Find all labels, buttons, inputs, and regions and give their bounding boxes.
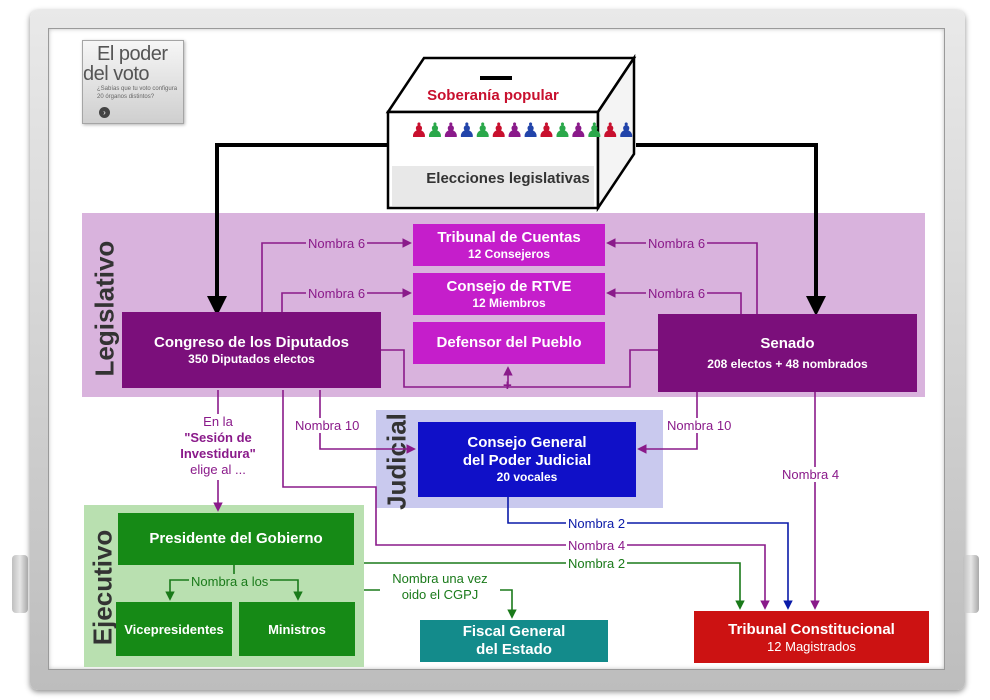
label-nombra4-senado: Nombra 4 <box>780 467 842 482</box>
fiscal-label-line-2: oido el CGPJ <box>401 587 479 602</box>
link-senado-tribunal <box>606 238 758 314</box>
cgpj-subtitle: 20 vocales <box>496 470 558 484</box>
link-congreso-rtve <box>281 288 412 312</box>
label-nombra2-gobierno: Nombra 2 <box>566 556 628 571</box>
right-clip-icon <box>963 555 979 613</box>
label-nombra4-congreso: Nombra 4 <box>566 538 628 553</box>
cgpj-box[interactable]: Consejo General del Poder Judicial 20 vo… <box>418 422 636 497</box>
tc-title: Tribunal Constitucional <box>728 620 895 638</box>
logo-card[interactable]: El poder del voto ¿Sabías que tu voto co… <box>82 40 184 124</box>
logo-title-2: del voto <box>83 63 150 85</box>
tribunal-cuentas-box[interactable]: Tribunal de Cuentas 12 Consejeros <box>413 224 605 266</box>
senado-box[interactable]: Senado 208 electos + 48 nombrados <box>658 314 917 392</box>
presidente-title: Presidente del Gobierno <box>149 530 323 547</box>
ballot-slot <box>480 76 512 80</box>
congreso-box[interactable]: Congreso de los Diputados 350 Diputados … <box>122 312 381 388</box>
rtve-title: Consejo de RTVE <box>446 277 572 295</box>
cgpj-title-2: del Poder Judicial <box>462 452 592 469</box>
ministros-box[interactable]: Ministros <box>239 602 355 656</box>
fiscal-title-2: del Estado <box>476 641 552 658</box>
link-congreso-tc <box>282 390 770 610</box>
link-congreso-cgpj <box>319 390 416 454</box>
cgpj-title-1: Consejo General <box>467 434 587 451</box>
rtve-subtitle: 12 Miembros <box>472 295 546 310</box>
fiscal-box[interactable]: Fiscal General del Estado <box>420 620 608 662</box>
investidura-line-3: Investidura" <box>180 446 256 461</box>
label-plus: + <box>503 377 512 394</box>
vicepresidentes-title: Vicepresidentes <box>124 621 224 637</box>
label-nombra10-senado: Nombra 10 <box>665 418 734 433</box>
senado-title: Senado <box>760 334 815 352</box>
tc-box[interactable]: Tribunal Constitucional 12 Magistrados <box>694 611 929 663</box>
link-senado-cgpj <box>637 392 698 454</box>
logo-tagline-2: 20 órganos distintos? <box>97 94 155 100</box>
tribunal-cuentas-title: Tribunal de Cuentas <box>437 228 581 246</box>
investidura-line-4: elige al ... <box>190 462 246 477</box>
label-nombra10-congreso: Nombra 10 <box>293 418 362 433</box>
ballot-arrow-senado <box>636 143 826 316</box>
ballot-arrow-congreso <box>207 143 387 316</box>
vicepresidentes-box[interactable]: Vicepresidentes <box>116 602 232 656</box>
link-congreso-tribunal <box>261 238 412 312</box>
investidura-line-1: En la <box>203 414 233 429</box>
ballot-box <box>385 54 637 212</box>
defensor-title: Defensor del Pueblo <box>436 334 582 351</box>
senado-subtitle: 208 electos + 48 nombrados <box>707 356 868 371</box>
rtve-box[interactable]: Consejo de RTVE 12 Miembros <box>413 273 605 315</box>
ministros-title: Ministros <box>268 621 326 637</box>
defensor-box[interactable]: Defensor del Pueblo <box>413 322 605 364</box>
label-nombra-a-los: Nombra a los <box>189 574 271 589</box>
link-plus-defensor <box>381 349 658 388</box>
ballot-title: Soberanía popular <box>427 87 559 104</box>
presidente-box[interactable]: Presidente del Gobierno <box>118 513 354 565</box>
label-fiscal-nombra: Nombra una vez oido el CGPJ <box>380 571 500 603</box>
logo-tagline-1: ¿Sabías que tu voto configura <box>97 86 178 92</box>
logo-title-1: El poder <box>97 43 168 65</box>
label-nombra6-congreso-tribunal: Nombra 6 <box>306 236 368 251</box>
tc-subtitle: 12 Magistrados <box>767 638 856 654</box>
congreso-subtitle: 350 Diputados electos <box>188 351 315 366</box>
label-nombra6-senado-rtve: Nombra 6 <box>646 286 708 301</box>
ballot-subtitle: Elecciones legislativas <box>426 170 590 187</box>
left-clip-icon <box>12 555 28 613</box>
link-gob-tc <box>364 562 745 610</box>
fiscal-title-1: Fiscal General <box>462 623 566 640</box>
people-icon: ♟♟♟♟♟♟♟♟♟♟♟♟♟♟ <box>410 120 635 142</box>
label-nombra6-congreso-rtve: Nombra 6 <box>306 286 368 301</box>
label-nombra2-cgpj: Nombra 2 <box>566 516 628 531</box>
label-investidura: En la "Sesión de Investidura" elige al .… <box>168 414 268 478</box>
tribunal-cuentas-subtitle: 12 Consejeros <box>467 246 551 261</box>
arrow-right-icon[interactable]: › <box>99 107 110 118</box>
fiscal-label-line-1: Nombra una vez <box>392 571 488 586</box>
link-cgpj-tc <box>507 497 793 610</box>
investidura-line-2: "Sesión de <box>184 430 252 445</box>
congreso-title: Congreso de los Diputados <box>153 333 349 351</box>
label-nombra6-senado-tribunal: Nombra 6 <box>646 236 708 251</box>
